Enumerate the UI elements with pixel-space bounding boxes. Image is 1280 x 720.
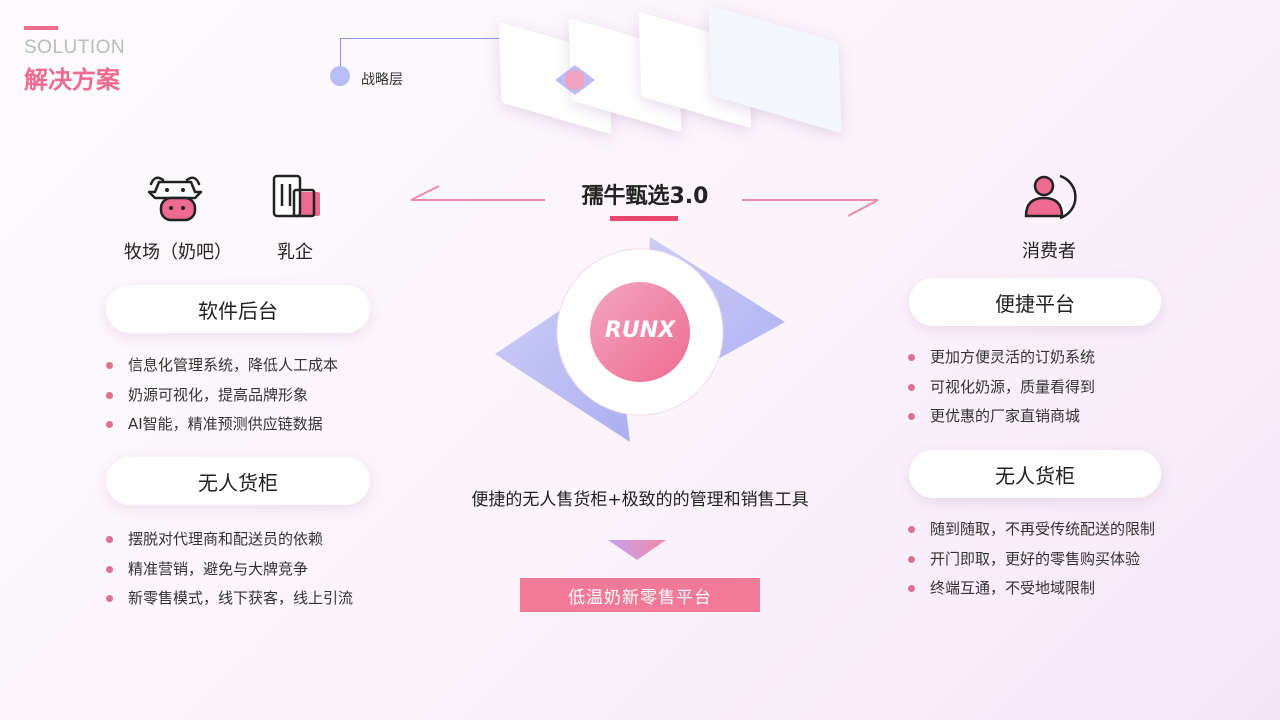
retail-platform-badge: 低温奶新零售平台 [520, 578, 760, 612]
solution-english-title: SOLUTION [24, 37, 126, 58]
vending-cabinet-pill-right: 无人货柜 [909, 450, 1161, 498]
list-item: 信息化管理系统，降低人工成本 [104, 351, 338, 381]
list-item: AI智能，精准预测供应链数据 [104, 410, 338, 440]
platform-title: 孺牛甄选3.0 [581, 184, 709, 209]
consumer-icon [1020, 170, 1080, 230]
ranch-label: 牧场（奶吧） [124, 242, 232, 263]
logo-thumbnail-icon [555, 65, 595, 95]
left-arrow-icon [410, 185, 545, 201]
title-underline [610, 216, 678, 221]
list-item: 奶源可视化，提高品牌形象 [104, 381, 338, 411]
platform-description: 便捷的无人售货柜+极致的的管理和销售工具 [471, 490, 809, 510]
list-item: 精准营销，避免与大牌竞争 [104, 555, 353, 585]
strategy-dot [330, 66, 350, 86]
strategy-connector-line [340, 38, 523, 75]
dairy-company-label: 乳企 [277, 242, 313, 263]
list-item: 可视化奶源，质量看得到 [906, 373, 1095, 403]
list-item: 更优惠的厂家直销商城 [906, 402, 1095, 432]
down-arrow-icon [608, 540, 666, 560]
list-item: 终端互通，不受地域限制 [906, 574, 1155, 604]
strategy-label: 战略层 [361, 72, 403, 88]
convenient-platform-pill: 便捷平台 [909, 278, 1161, 326]
brand-logo-text: RUNX [604, 318, 676, 343]
right-arrow-icon [742, 199, 879, 217]
software-backend-list: 信息化管理系统，降低人工成本 奶源可视化，提高品牌形象 AI智能，精准预测供应链… [104, 351, 338, 440]
cow-icon [145, 170, 205, 230]
list-item: 摆脱对代理商和配送员的依赖 [104, 525, 353, 555]
vending-cabinet-pill-left: 无人货柜 [106, 457, 370, 505]
convenient-platform-list: 更加方便灵活的订奶系统 可视化奶源，质量看得到 更优惠的厂家直销商城 [906, 343, 1095, 432]
list-item: 开门即取，更好的零售购买体验 [906, 545, 1155, 575]
list-item: 随到随取，不再受传统配送的限制 [906, 515, 1155, 545]
vending-cabinet-list-left: 摆脱对代理商和配送员的依赖 精准营销，避免与大牌竞争 新零售模式，线下获客，线上… [104, 525, 353, 614]
list-item: 更加方便灵活的订奶系统 [906, 343, 1095, 373]
header-accent-bar [24, 26, 58, 30]
software-backend-pill: 软件后台 [106, 285, 370, 333]
solution-chinese-title: 解决方案 [24, 66, 120, 94]
list-item: 新零售模式，线下获客，线上引流 [104, 584, 353, 614]
building-icon [268, 170, 328, 230]
logo-graphic [495, 237, 785, 442]
vending-cabinet-list-right: 随到随取，不再受传统配送的限制 开门即取，更好的零售购买体验 终端互通，不受地域… [906, 515, 1155, 604]
consumer-label: 消费者 [1022, 241, 1076, 262]
app-screens-illustration [490, 4, 890, 140]
